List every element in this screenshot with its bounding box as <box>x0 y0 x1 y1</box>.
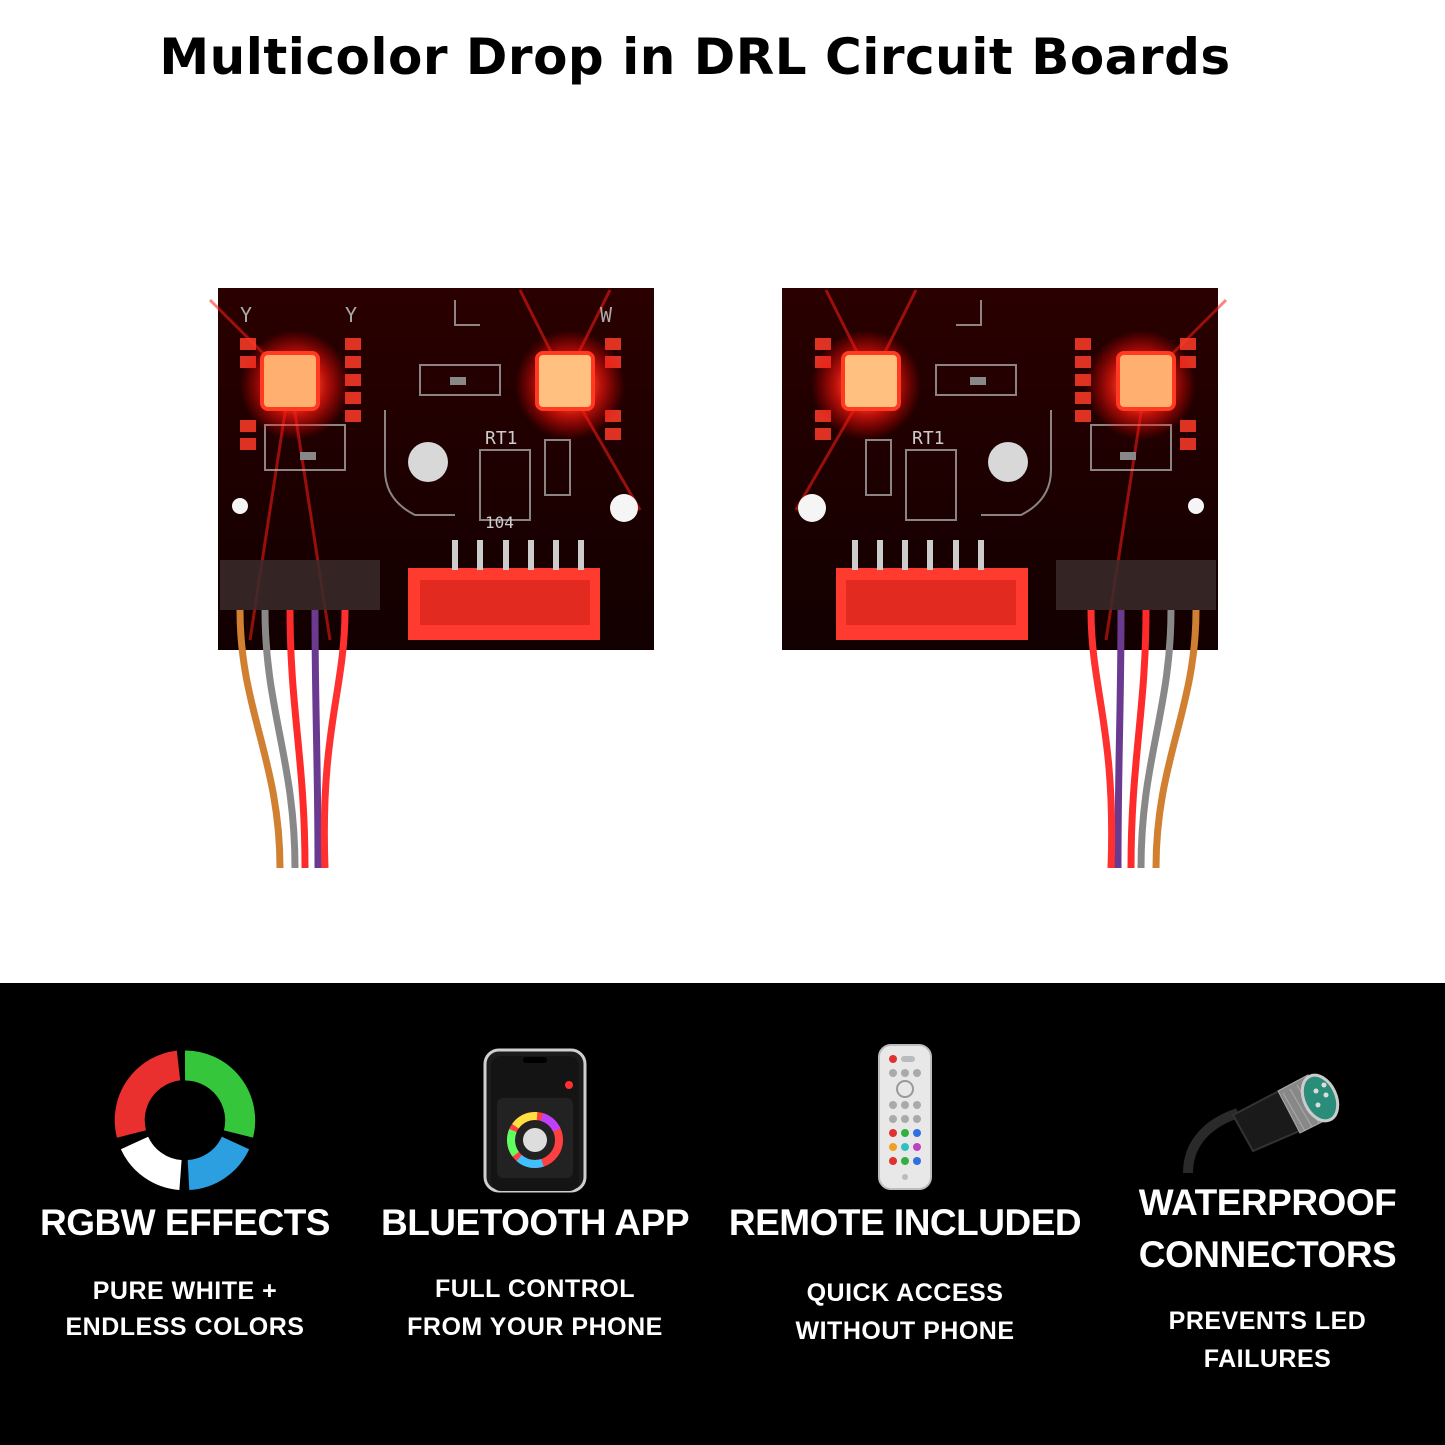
feature-bluetooth: BLUETOOTH APP FULL CONTROL FROM YOUR PHO… <box>365 983 705 1445</box>
feature-rgbw: RGBW EFFECTS PURE WHITE + ENDLESS COLORS <box>20 983 350 1445</box>
code-label: 104 <box>485 513 514 532</box>
mounting-hole <box>408 442 448 482</box>
led-chip <box>260 351 320 411</box>
feature-subtitle-line-2: WITHOUT PHONE <box>795 1317 1015 1345</box>
feature-title: RGBW EFFECTS <box>40 1202 330 1243</box>
product-image: RT1 104 W Y Y <box>0 260 1445 900</box>
feature-title-line-1: WATERPROOF <box>1138 1182 1397 1223</box>
feature-title-line-2: CONNECTORS <box>1138 1234 1397 1275</box>
feature-title: BLUETOOTH APP <box>380 1202 690 1243</box>
phone-app-icon <box>483 1048 587 1197</box>
right-board <box>782 288 1228 869</box>
feature-subtitle-line-2: ENDLESS COLORS <box>65 1313 305 1341</box>
circuit-boards-illustration: RT1 104 W Y Y <box>208 288 1228 869</box>
feature-waterproof: WATERPROOF CONNECTORS PREVENTS LED FAILU… <box>1100 983 1435 1445</box>
left-board: RT1 104 W Y Y <box>208 288 654 869</box>
rt1-label: RT1 <box>485 428 518 449</box>
feature-subtitle-line-1: FULL CONTROL <box>435 1275 635 1303</box>
feature-subtitle-line-1: QUICK ACCESS <box>806 1279 1004 1307</box>
rt1-label-right: RT1 <box>912 428 945 449</box>
remote-icon <box>877 1043 933 1195</box>
feature-title: REMOTE INCLUDED <box>728 1202 1082 1243</box>
feature-banner: RGBW EFFECTS PURE WHITE + ENDLESS COLORS… <box>0 983 1445 1445</box>
y-label: Y <box>240 303 252 327</box>
feature-subtitle-line-2: FAILURES <box>1203 1345 1332 1373</box>
feature-subtitle-line-2: FROM YOUR PHONE <box>407 1313 663 1341</box>
led-chip <box>535 351 595 411</box>
w-label: W <box>600 303 613 327</box>
page-title: Multicolor Drop in DRL Circuit Boards <box>159 28 1231 86</box>
feature-remote: REMOTE INCLUDED QUICK ACCESS WITHOUT PHO… <box>720 983 1090 1445</box>
color-ring-icon <box>113 1048 258 1197</box>
feature-subtitle-line-1: PURE WHITE + <box>92 1277 278 1305</box>
feature-subtitle-line-1: PREVENTS LED <box>1168 1307 1367 1335</box>
connector-header <box>408 540 600 640</box>
connector-icon <box>1178 1063 1358 1182</box>
y-label-2: Y <box>345 303 357 327</box>
wire-bundle <box>220 560 380 869</box>
